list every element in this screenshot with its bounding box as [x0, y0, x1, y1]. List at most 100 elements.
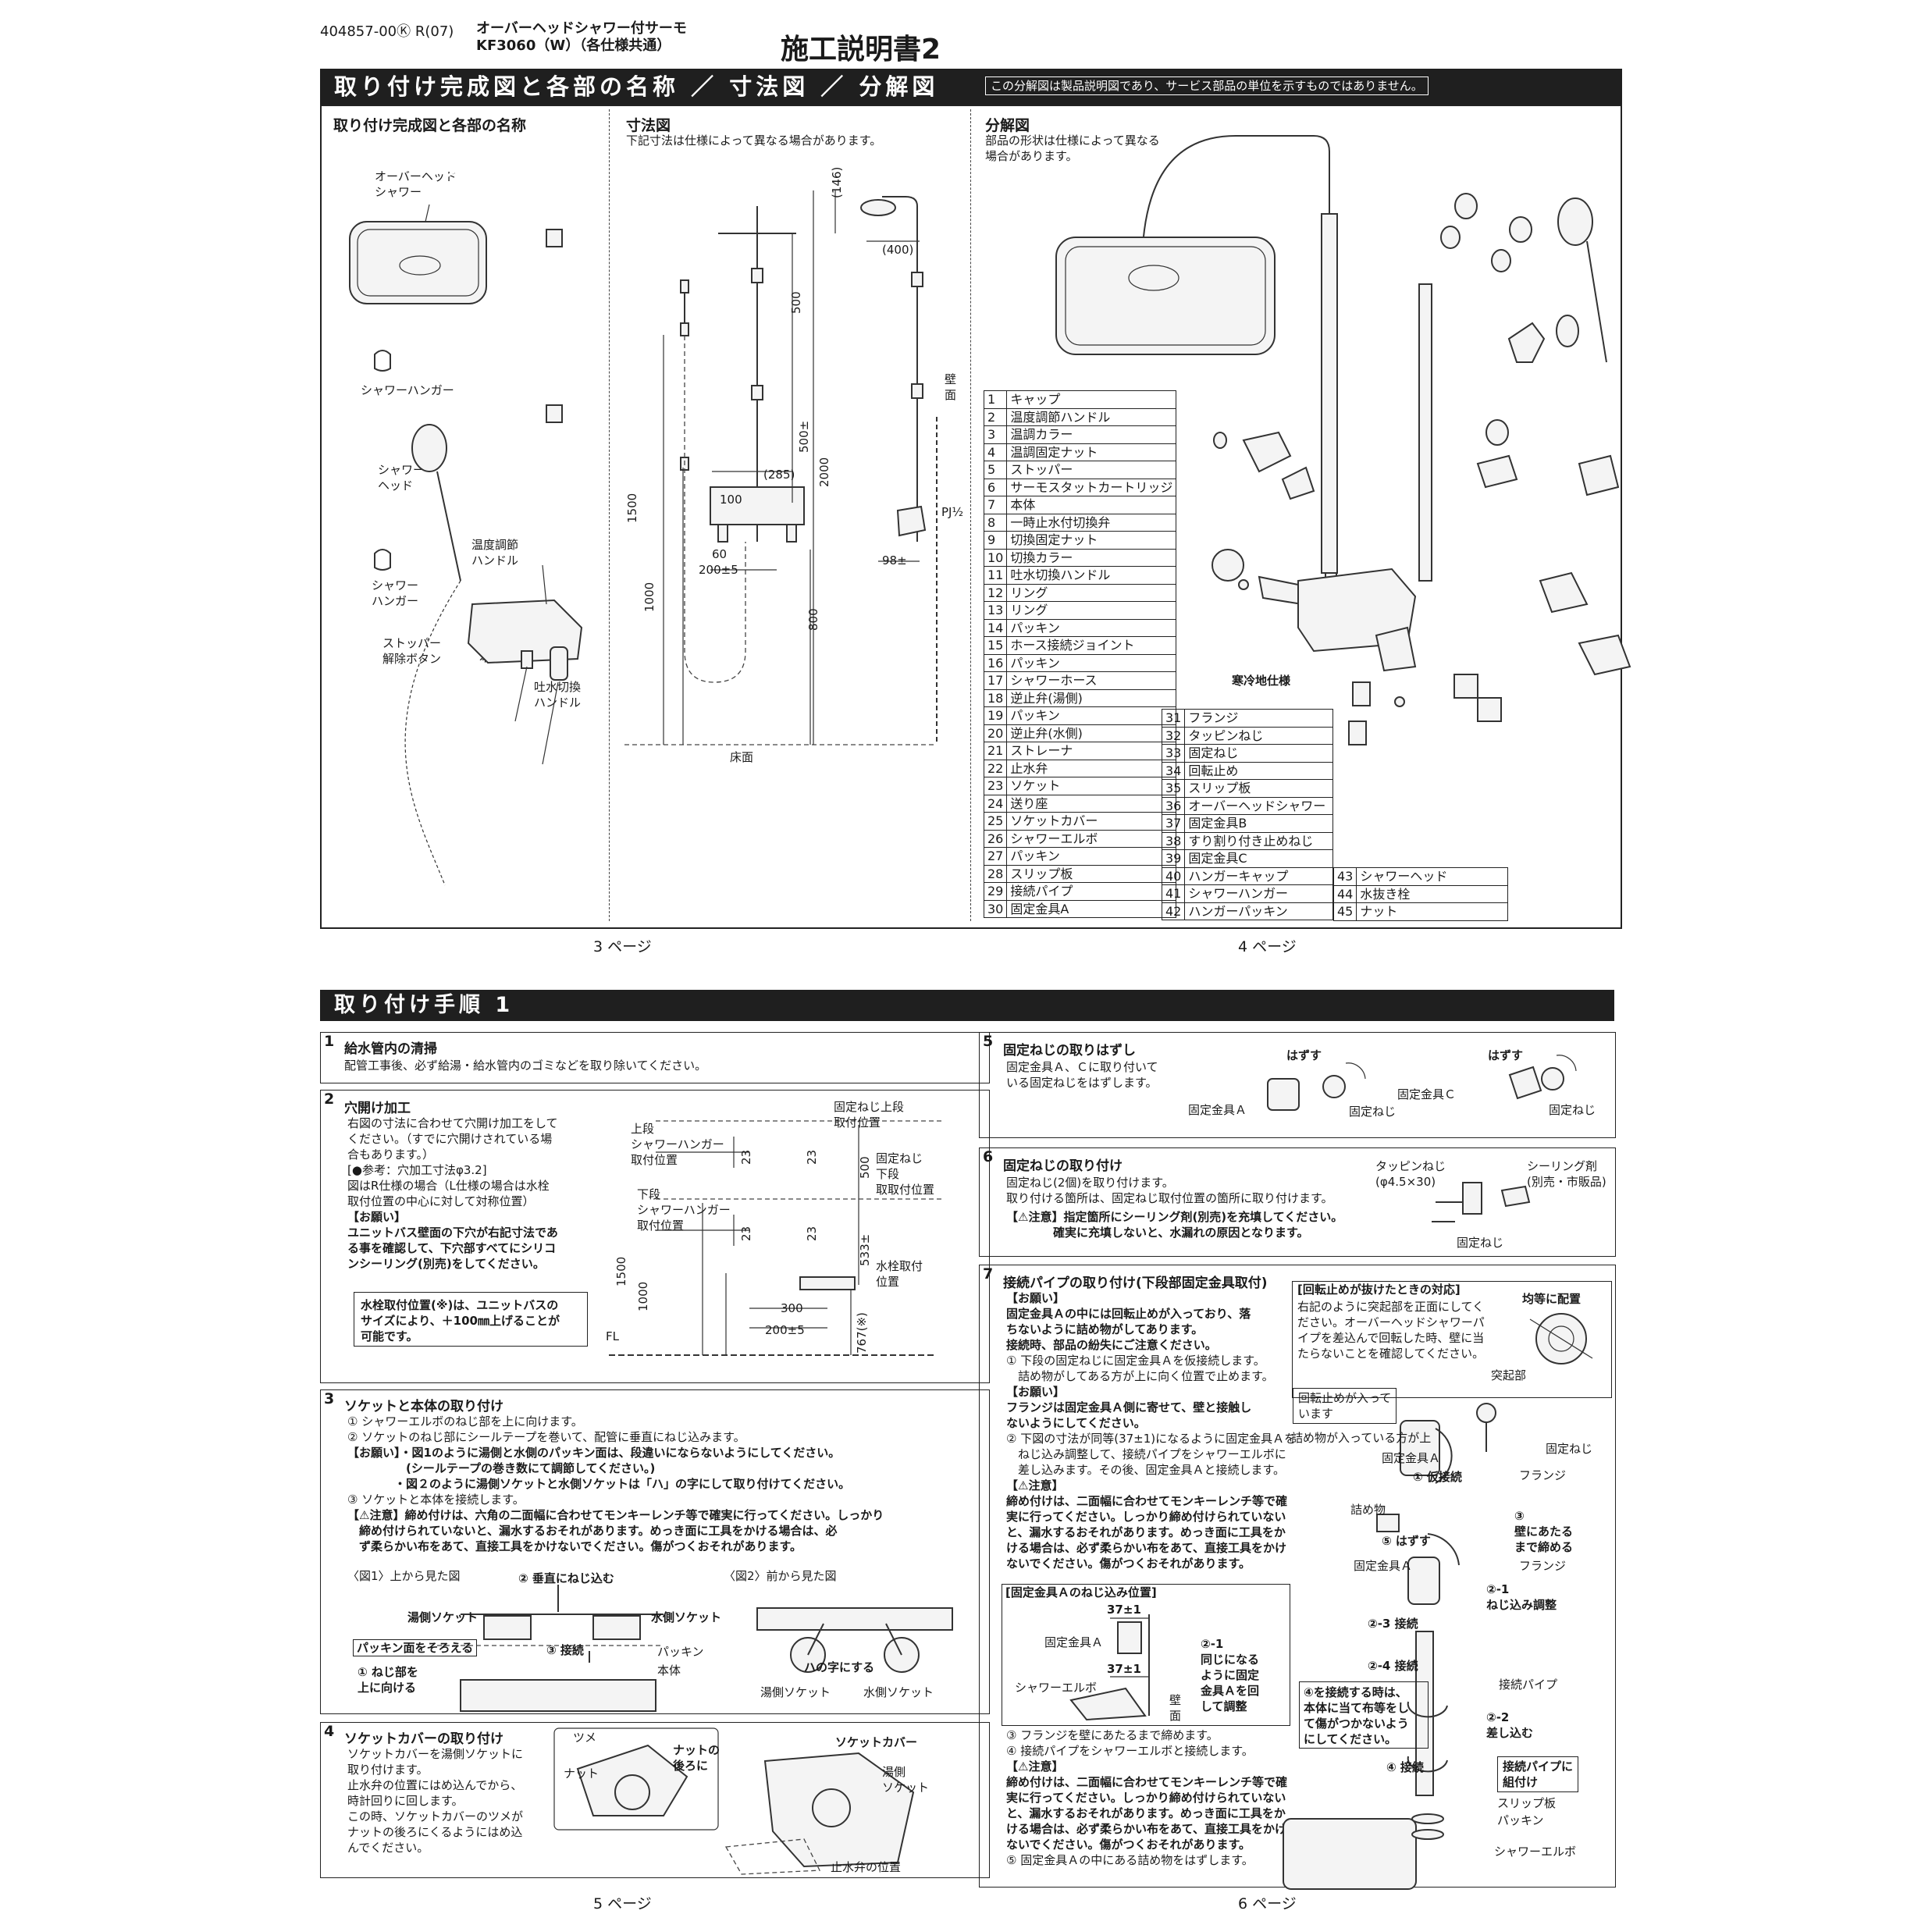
- part-number: 33: [1161, 744, 1186, 763]
- text-line: 締め付けは、二面幅に合わせてモンキーレンチ等で確: [1006, 1494, 1288, 1508]
- step3-box: 3 ソケットと本体の取り付け ① シャワーエルボのねじ部を上に向けます。② ソケ…: [320, 1389, 990, 1714]
- step7-adjust21: ②-1 ねじ込み調整: [1486, 1582, 1557, 1612]
- dimension-title: 寸法図: [626, 117, 671, 134]
- step7-protrusion: 突起部: [1491, 1368, 1527, 1382]
- part-number: 41: [1161, 884, 1186, 903]
- dim-500: 500: [789, 291, 803, 314]
- step3-cold-socket: 水側ソケット: [651, 1610, 722, 1624]
- step4-behind-nut: ナットの 後ろに: [673, 1743, 720, 1773]
- step6-title: 固定ねじの取り付け: [1003, 1158, 1123, 1174]
- label-hanger1: シャワーハンガー: [361, 383, 454, 397]
- step7-left-lines: 【お願い】固定金具Ａの中には回転止めが入っており、落ちないように詰め物がしてあり…: [1006, 1290, 1296, 1571]
- step2-note-box: 水栓取付位置(※)は、ユニットバスの サイズにより、＋100㎜上げることが 可能…: [354, 1292, 588, 1347]
- step2-title: 穴開け加工: [344, 1101, 411, 1116]
- step3-diagram: [437, 1585, 953, 1712]
- part-number: 40: [1161, 866, 1186, 885]
- part-number: 42: [1161, 902, 1186, 920]
- text-line: ける場合は、必ず柔らかい布をあて、直接工具をかけ: [1006, 1541, 1286, 1555]
- section1-frame: [320, 105, 1622, 929]
- step7-stuffing: 詰め物: [1350, 1503, 1386, 1517]
- step7-temp-connect: ① 仮接続: [1413, 1470, 1462, 1484]
- step7-adjust-wall: 壁 面: [1169, 1693, 1182, 1723]
- part-number: 13: [983, 601, 1008, 620]
- dim-100: 100: [720, 493, 742, 507]
- dim-wall: 壁 面: [945, 372, 957, 402]
- text-line: ① 下段の固定ねじに固定金具Ａを仮接続します。: [1006, 1354, 1265, 1368]
- text-line: ける場合は、必ず柔らかい布をあて、直接工具をかけ: [1006, 1822, 1286, 1836]
- part-name: 切換固定ナット: [1006, 531, 1177, 550]
- step7-slip: スリップ板: [1497, 1796, 1557, 1810]
- part-name: 接続パイプ: [1006, 882, 1177, 901]
- part-number: 34: [1161, 761, 1186, 780]
- dim-400: (400): [882, 243, 914, 257]
- part-name: パッキン: [1006, 618, 1177, 637]
- step7-cloth-note: ④を接続する時は、 本体に当て布等をし て傷がつかないよう にしてください。: [1299, 1681, 1429, 1749]
- text-line: 接続時、部品の紛失にご注意ください。: [1006, 1338, 1217, 1352]
- part-name: 固定金具B: [1184, 814, 1333, 833]
- step3-thread-up: ① ねじ部を 上に向ける: [358, 1665, 418, 1695]
- step5-bracket-c: 固定金具Ｃ: [1397, 1087, 1457, 1101]
- step2-d23b: 23: [805, 1149, 819, 1165]
- part-number: 17: [983, 671, 1008, 690]
- step7-remove5: ⑤ はずす: [1382, 1534, 1431, 1548]
- product-line1: オーバーヘッドシャワー付サーモ: [476, 20, 687, 37]
- step2-text: 右図の寸法に合わせて穴開け加工をして ください。（すでに穴開けされている場 合も…: [347, 1116, 558, 1208]
- dim-200: 200±5: [699, 563, 738, 577]
- label-temp-handle: 温度調節 ハンドル: [471, 538, 519, 568]
- text-line: ちないように詰め物がしてあります。: [1006, 1322, 1204, 1336]
- part-number: 43: [1332, 867, 1357, 886]
- step2-d23c: 23: [739, 1226, 753, 1241]
- part-number: 19: [983, 706, 1008, 725]
- step2-diagram: [609, 1120, 945, 1356]
- text-line: 実に行ってください。しっかり締め付けられていない: [1006, 1791, 1286, 1805]
- step2-fl: FL: [606, 1329, 619, 1343]
- label-stopper: ストッパー 解除ボタン: [382, 636, 442, 666]
- part-number: 4: [983, 443, 1008, 461]
- step6-box: 6 固定ねじの取り付け 固定ねじ(2個)を取り付けます。 取り付ける箇所は、固定…: [979, 1147, 1616, 1257]
- dimension-drawing: [624, 190, 938, 745]
- step1-box: 1 給水管内の清掃 配管工事後、必ず給湯・給水管内のゴミなどを取り除いてください…: [320, 1032, 990, 1083]
- dimension-note: 下記寸法は仕様によって異なる場合があります。: [626, 133, 882, 148]
- section1-title-bar: 取り付け完成図と各部の名称 ／ 寸法図 ／ 分解図: [320, 69, 1622, 105]
- step7-after-lines: ③ フランジを壁にあたるまで締めます。④ 接続パイプをシャワーエルボと接続します…: [1006, 1727, 1287, 1868]
- step2-d300: 300: [781, 1301, 803, 1315]
- text-line: 【お願い】: [1006, 1385, 1066, 1399]
- step7-num: 7: [983, 1265, 994, 1283]
- step3-cold-socket2: 水側ソケット: [863, 1685, 934, 1699]
- divider: [609, 109, 610, 921]
- step7-title: 接続パイプの取り付け(下段部固定金具取付): [1003, 1276, 1268, 1291]
- part-number: 27: [983, 847, 1008, 866]
- part-number: 15: [983, 636, 1008, 655]
- part-name: リング: [1006, 601, 1177, 620]
- part-number: 9: [983, 531, 1008, 550]
- divider: [970, 109, 971, 921]
- step4-text: ソケットカバーを湯側ソケットに 取り付けます。 止水弁の位置にはめ込んでから、 …: [347, 1747, 524, 1855]
- part-name: 逆止弁(水側): [1006, 724, 1177, 742]
- text-line: ないでください。傷がつくおそれがあります。: [1006, 1557, 1251, 1571]
- step2-request-title: 【お願い】: [347, 1210, 407, 1224]
- step3-packing-align: パッキン面をそろえる: [353, 1639, 478, 1656]
- part-number: 30: [983, 899, 1008, 918]
- step7-d37b: 37±1: [1107, 1662, 1141, 1676]
- part-name: シャワーホース: [1006, 671, 1177, 690]
- step7-rotation-title: [回転止めが抜けたときの対応]: [1297, 1283, 1461, 1297]
- part-number: 31: [1161, 709, 1186, 728]
- text-line: 締め付けられていないと、漏水するおそれがあります。めっき面に工具をかける場合は、…: [347, 1524, 838, 1538]
- text-line: 【⚠注意】締め付けは、六角の二面幅に合わせてモンキーレンチ等で確実に行ってくださ…: [347, 1508, 884, 1522]
- step3-hot-socket2: 湯側ソケット: [760, 1685, 831, 1699]
- step3-num: 3: [324, 1390, 335, 1407]
- step2-screw-upper: 固定ねじ上段 取付位置: [834, 1100, 905, 1130]
- part-number: 5: [983, 461, 1008, 479]
